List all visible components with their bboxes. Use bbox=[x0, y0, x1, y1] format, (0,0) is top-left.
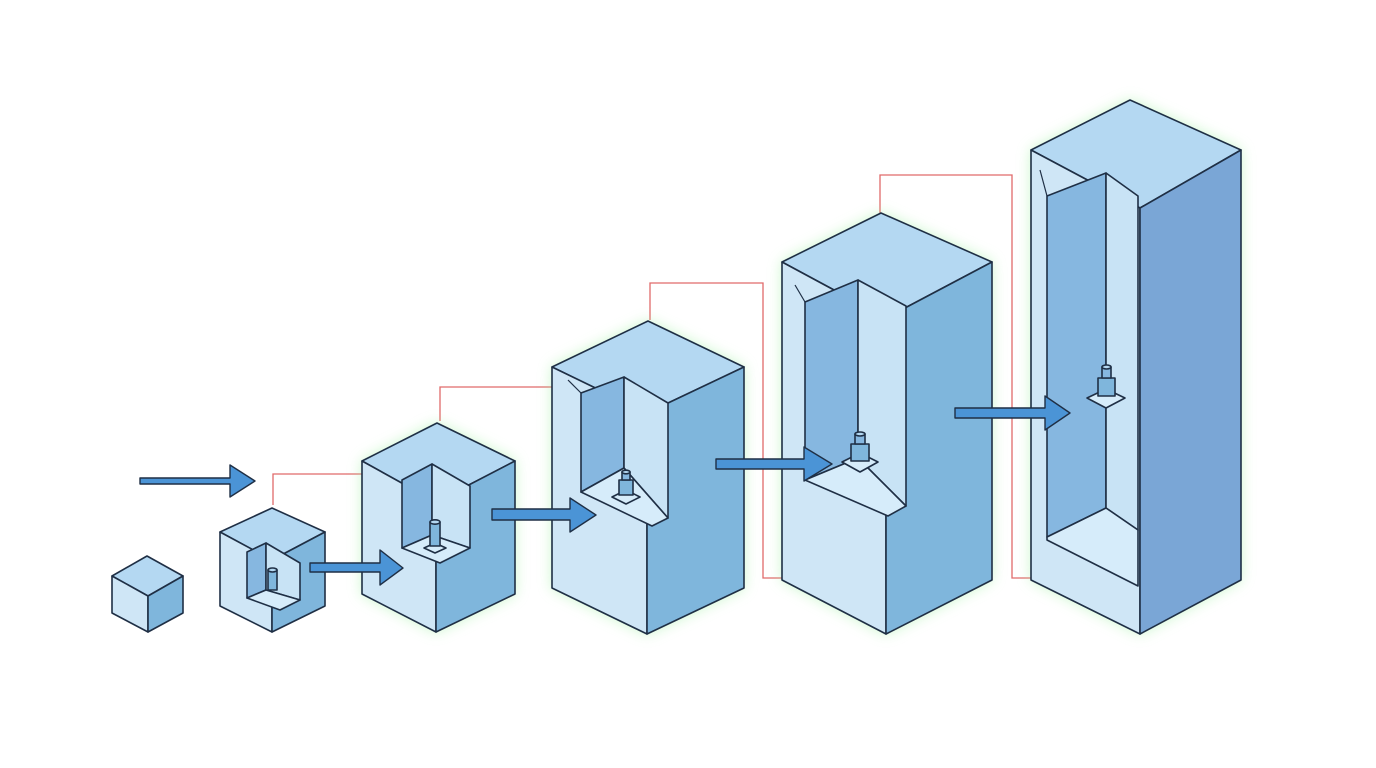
stage-4-right-face bbox=[646, 366, 745, 635]
arrow-1 bbox=[139, 464, 256, 498]
leader-line-2 bbox=[439, 386, 554, 421]
arrow-5 bbox=[954, 395, 1071, 431]
stage-4-cavity-bevel bbox=[567, 379, 582, 394]
leader-line-1 bbox=[272, 473, 376, 505]
stage-4-block bbox=[551, 320, 745, 635]
stage-6-cavity-back bbox=[1046, 172, 1107, 538]
stage-3-block bbox=[361, 422, 516, 633]
stage-5-block bbox=[781, 212, 993, 635]
stage-1-cube bbox=[111, 555, 184, 633]
stage-2-cavity-floor bbox=[246, 589, 301, 611]
stage-1-right-face bbox=[147, 575, 184, 633]
stage-6-cavity-floor bbox=[1046, 507, 1139, 587]
stage-3-bolt-fixture-icon bbox=[423, 518, 447, 554]
stage-5-bolt-fixture-icon bbox=[841, 431, 879, 473]
stage-6-block bbox=[1030, 99, 1242, 635]
stage-6-cavity-side bbox=[1105, 172, 1139, 531]
arrow-3 bbox=[491, 497, 597, 533]
stage-6-right-face bbox=[1139, 149, 1242, 635]
arrow-4 bbox=[715, 446, 833, 482]
progression-arrows bbox=[139, 395, 1071, 586]
stage-5-cavity-back bbox=[804, 279, 859, 481]
stage-2-bolt-fixture-icon bbox=[267, 567, 278, 591]
stage-6-bolt-fixture-icon bbox=[1086, 364, 1126, 409]
stage-5-right-face bbox=[885, 261, 993, 635]
stage-2-cavity-back bbox=[246, 542, 267, 599]
stage-6-cavity-bevel bbox=[1039, 169, 1048, 197]
leader-line-3 bbox=[649, 282, 782, 579]
stage-5-cavity-floor bbox=[804, 457, 907, 517]
stage-5-cavity-bevel bbox=[794, 284, 806, 303]
leader-line-4 bbox=[879, 174, 1032, 579]
arrow-2 bbox=[309, 549, 404, 586]
stage-2-block bbox=[219, 507, 326, 633]
stage-4-bolt-fixture-icon bbox=[611, 469, 641, 505]
